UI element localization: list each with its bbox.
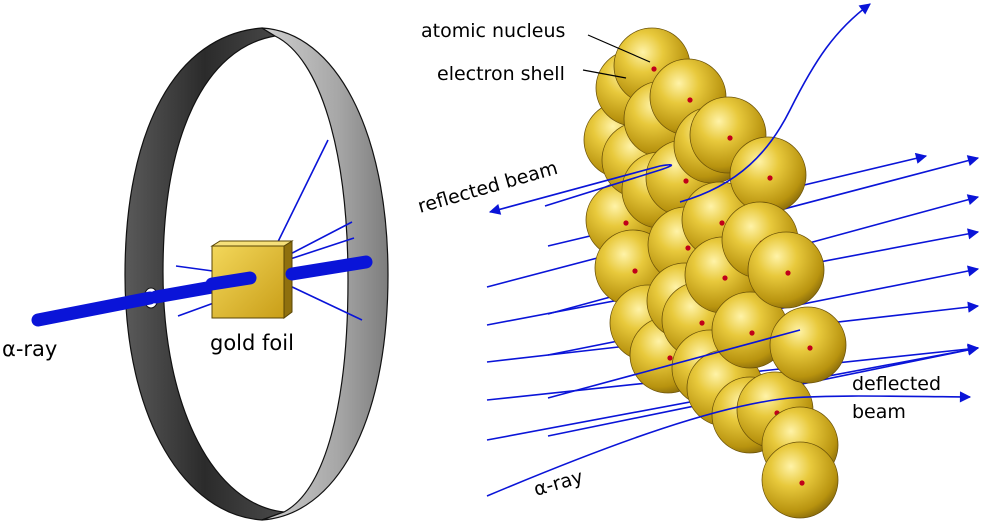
upward-deflected-beam-path <box>679 3 871 203</box>
electron-shell <box>769 306 847 384</box>
scatter-ray-1 <box>269 139 329 259</box>
atomic-nucleus <box>722 275 728 281</box>
beam-into-foil <box>205 271 257 291</box>
gold-atom-lattice <box>583 27 847 519</box>
label-gold-foil: gold foil <box>210 331 294 355</box>
label-deflected-beam-line1: deflected <box>852 373 941 395</box>
gold-foil-top <box>210 240 294 247</box>
atomic-nucleus <box>799 480 805 486</box>
atomic-nucleus <box>719 220 725 226</box>
incoming-alpha-beam <box>31 291 157 327</box>
atomic-nucleus <box>749 330 755 336</box>
atomic-nucleus <box>667 355 673 361</box>
label-atomic-nucleus: atomic nucleus <box>421 20 565 42</box>
electron-shell <box>761 441 839 519</box>
electron-shell <box>729 136 807 214</box>
leader-electron-shell <box>582 69 627 79</box>
gold-atom <box>761 441 839 519</box>
label-alpha-ray-left: α-ray <box>2 337 57 361</box>
label-deflected-beam-line2: beam <box>852 401 906 423</box>
atomic-nucleus <box>699 320 705 326</box>
atomic-nucleus <box>685 245 691 251</box>
leader-atomic-nucleus <box>587 34 651 63</box>
atomic-nucleus <box>651 66 657 72</box>
atomic-nucleus <box>807 345 813 351</box>
alpha-beam-10 <box>547 329 801 399</box>
gold-atom <box>769 306 847 384</box>
deflected-beam-path <box>486 391 972 497</box>
gold-atom <box>747 231 825 309</box>
electron-shell <box>747 231 825 309</box>
atomic-nucleus <box>727 135 733 141</box>
gold-atom <box>729 136 807 214</box>
atomic-nucleus <box>683 178 689 184</box>
scatter-ray-4 <box>287 284 363 321</box>
ring-front-band <box>261 27 389 521</box>
atomic-nucleus <box>785 270 791 276</box>
reflected-beam-path <box>488 164 673 215</box>
atomic-nucleus <box>767 175 773 181</box>
special-beams <box>486 3 972 497</box>
label-electron-shell: electron shell <box>437 63 565 85</box>
label-reflected-beam: reflected beam <box>415 157 560 218</box>
transmitted-alpha-beam <box>285 255 373 281</box>
label-alpha-ray-right: α-ray <box>531 466 585 501</box>
atomic-nucleus <box>623 220 629 226</box>
atomic-nucleus <box>632 268 638 274</box>
atomic-nucleus <box>687 97 693 103</box>
